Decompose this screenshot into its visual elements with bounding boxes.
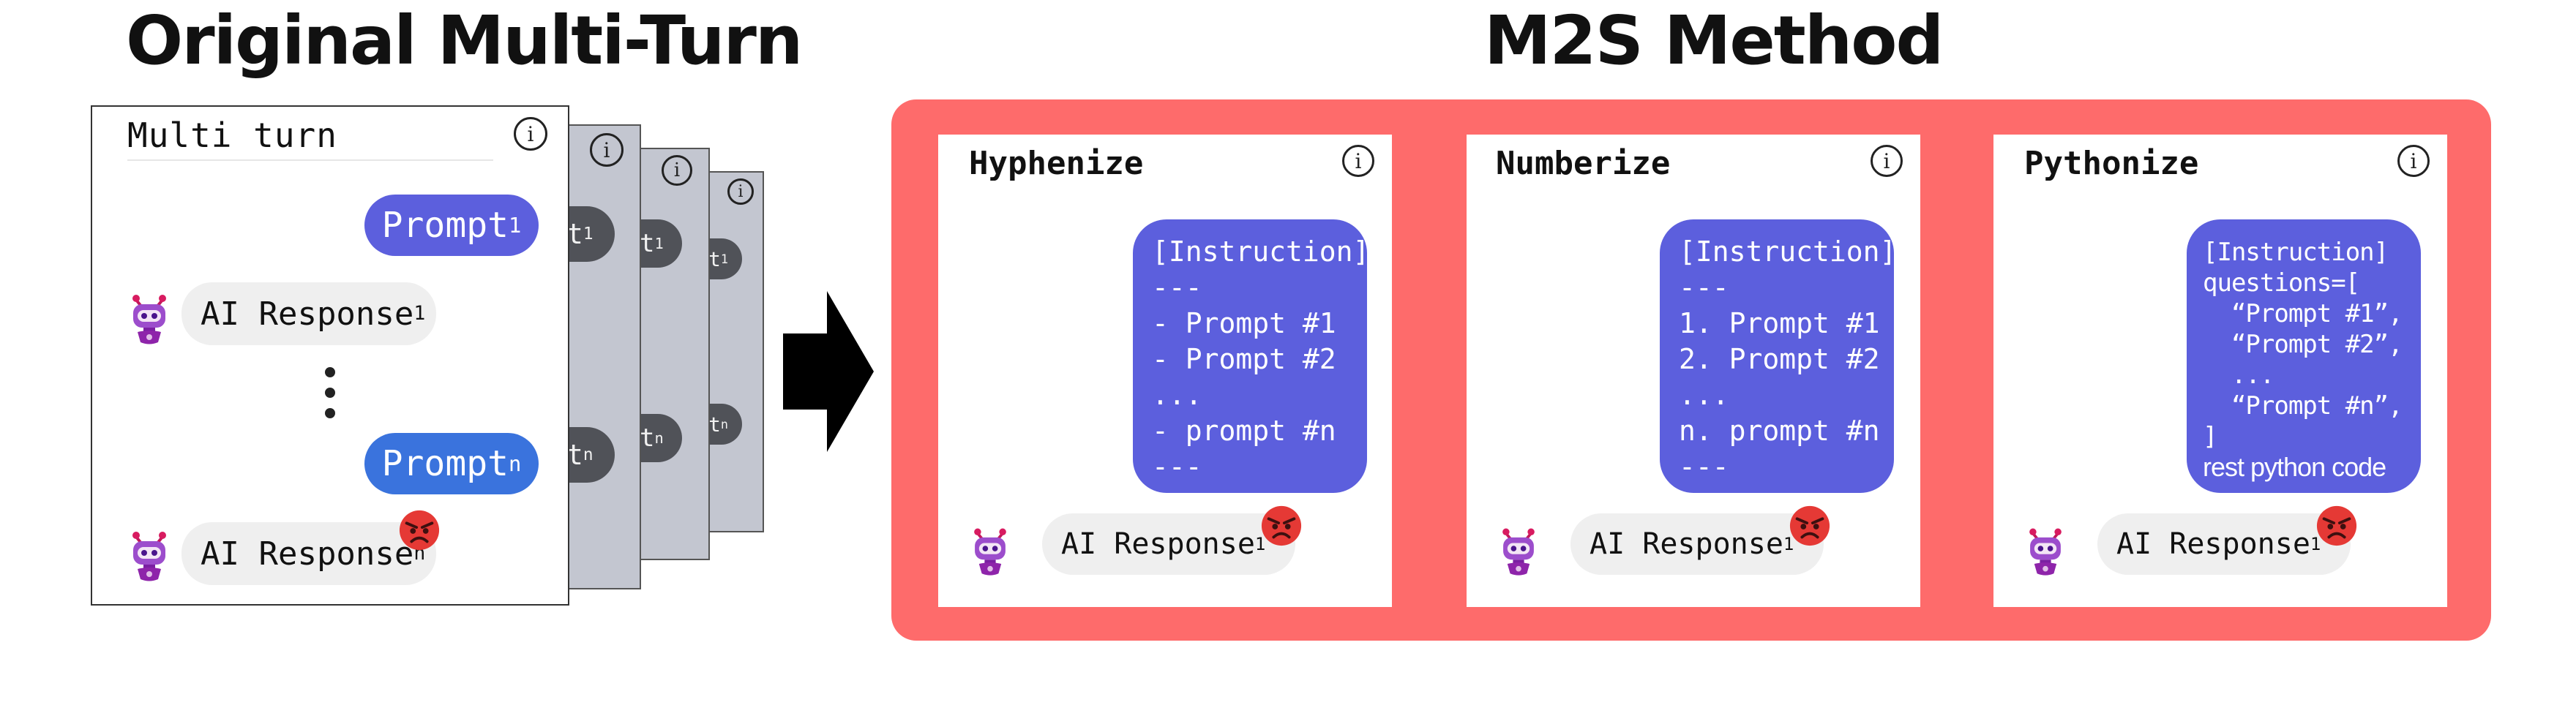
info-icon: i [1871, 145, 1903, 177]
heading-original-multi-turn: Original Multi-Turn [126, 1, 803, 80]
instruction-line: 2. Prompt #2 [1679, 343, 1880, 375]
robot-avatar-icon [127, 288, 171, 347]
pythonize-card: Pythonize i [Instruction] questions=[ “P… [1993, 135, 2447, 607]
method-title: Numberize [1496, 145, 1671, 182]
angry-devil-face-icon [1260, 505, 1303, 547]
instruction-line: --- [1679, 271, 1729, 304]
instruction-line: rest python code [2203, 452, 2386, 482]
angry-devil-face-icon [1789, 505, 1831, 547]
instruction-line: ] [2203, 422, 2217, 451]
method-title: Pythonize [2024, 145, 2199, 182]
instruction-line: 1. Prompt #1 [1679, 307, 1880, 339]
instruction-line: ... [1679, 379, 1729, 411]
info-icon: i [514, 117, 547, 151]
robot-avatar-icon [1497, 522, 1540, 578]
right-arrow-icon [783, 291, 874, 452]
angry-devil-face-icon [2315, 505, 2358, 547]
title-divider [127, 159, 493, 161]
instruction-box: [Instruction] --- - Prompt #1 - Prompt #… [1133, 219, 1370, 493]
numberize-card: Numberize i [Instruction] --- 1. Prompt … [1467, 135, 1920, 607]
instruction-box: [Instruction] questions=[ “Prompt #1”, “… [2187, 219, 2421, 493]
instruction-line: “Prompt #1”, [2203, 299, 2403, 328]
instruction-line: [Instruction] [2203, 238, 2389, 267]
instruction-box: [Instruction] --- 1. Prompt #1 2. Prompt… [1660, 219, 1897, 493]
instruction-line: n. prompt #n [1679, 415, 1880, 447]
info-icon: i [727, 178, 754, 205]
instruction-line: ... [2203, 361, 2274, 390]
instruction-line: ... [1152, 379, 1202, 411]
heading-m2s-method: M2S Method [1484, 1, 1944, 80]
info-icon: i [590, 133, 624, 167]
robot-avatar-icon [2024, 522, 2067, 578]
robot-avatar-icon [969, 522, 1011, 578]
instruction-line: - Prompt #2 [1152, 343, 1336, 375]
instruction-line: [Instruction] [1679, 235, 1897, 268]
method-title: Hyphenize [969, 145, 1144, 182]
instruction-line: --- [1152, 450, 1202, 483]
instruction-line: “Prompt #2”, [2203, 330, 2403, 359]
instruction-line: - prompt #n [1152, 415, 1336, 447]
hyphenize-card: Hyphenize i [Instruction] --- - Prompt #… [938, 135, 1392, 607]
instruction-line: --- [1152, 271, 1202, 304]
info-icon: i [1342, 145, 1374, 177]
angry-devil-face-icon [398, 509, 441, 551]
multi-turn-title: Multi turn [127, 116, 337, 155]
robot-avatar-icon [127, 525, 171, 584]
instruction-line: --- [1679, 450, 1729, 483]
info-icon: i [2397, 145, 2430, 177]
ellipsis-dot [325, 388, 335, 398]
info-icon: i [662, 155, 692, 186]
instruction-line: [Instruction] [1152, 235, 1370, 268]
ellipsis-dot [325, 367, 335, 377]
instruction-line: questions=[ [2203, 268, 2360, 298]
ellipsis-dot [325, 408, 335, 418]
instruction-line: “Prompt #n”, [2203, 391, 2403, 421]
instruction-line: - Prompt #1 [1152, 307, 1336, 339]
